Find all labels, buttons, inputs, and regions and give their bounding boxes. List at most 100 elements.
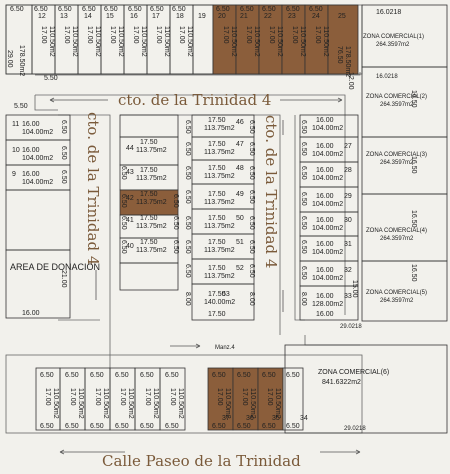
svg-text:32: 32	[344, 267, 352, 274]
svg-text:178.50m2: 178.50m2	[18, 45, 25, 76]
svg-text:6.50: 6.50	[300, 120, 307, 134]
svg-text:104.00m2: 104.00m2	[312, 175, 343, 182]
svg-text:264.3597m2: 264.3597m2	[380, 298, 414, 304]
svg-text:140.00m2: 140.00m2	[204, 299, 235, 306]
svg-text:ZONA COMERCIAL(4): ZONA COMERCIAL(4)	[366, 228, 427, 234]
svg-text:178.50m2: 178.50m2	[344, 46, 351, 77]
svg-text:49: 49	[236, 191, 244, 198]
svg-text:16.00: 16.00	[316, 143, 334, 150]
svg-text:17.00: 17.00	[44, 388, 51, 406]
svg-text:17.00: 17.00	[86, 26, 93, 44]
svg-text:6.50: 6.50	[165, 423, 179, 430]
svg-text:ZONA COMERCIAL(6): ZONA COMERCIAL(6)	[318, 369, 389, 376]
top-width-labels: 6.50 6.50 6.50 6.50 6.50 6.50 6.50 6.50 …	[10, 6, 401, 16]
svg-text:6.50: 6.50	[120, 166, 127, 180]
svg-text:6.50: 6.50	[128, 6, 142, 13]
svg-text:17.50: 17.50	[140, 191, 158, 198]
svg-text:23: 23	[288, 13, 296, 20]
street-bottom: Calle Paseo de la Trinidad	[102, 452, 301, 470]
svg-text:110.50m2: 110.50m2	[77, 388, 84, 419]
svg-text:ZONA COMERCIAL(5): ZONA COMERCIAL(5)	[366, 290, 427, 296]
svg-text:128.00m2: 128.00m2	[312, 301, 343, 308]
svg-text:15: 15	[106, 13, 114, 20]
svg-text:33: 33	[344, 293, 352, 300]
svg-text:104.00m2: 104.00m2	[312, 125, 343, 132]
zona-widths: 16.50 16.50 16.50 16.50 5.50 5.50	[14, 75, 417, 282]
center-right-lots-text: 17.50 113.75m2 46 17.50 113.75m2 47 17.5…	[204, 117, 255, 318]
svg-text:52: 52	[236, 265, 244, 272]
svg-text:16.00: 16.00	[22, 121, 40, 128]
svg-text:6.50: 6.50	[248, 120, 255, 134]
svg-text:9: 9	[12, 171, 16, 178]
svg-text:6.50: 6.50	[104, 6, 118, 13]
svg-text:17.00: 17.00	[241, 388, 248, 406]
svg-text:22: 22	[264, 13, 272, 20]
svg-text:104.00m2: 104.00m2	[22, 179, 53, 186]
svg-text:ZONA COMERCIAL(2): ZONA COMERCIAL(2)	[366, 94, 427, 100]
top-row-lots	[5, 4, 359, 75]
svg-text:6.50: 6.50	[120, 216, 127, 230]
svg-text:6.50: 6.50	[240, 6, 254, 13]
svg-text:6.50: 6.50	[120, 194, 127, 208]
svg-text:6.50: 6.50	[184, 166, 191, 180]
svg-text:11: 11	[12, 121, 19, 128]
bottom-lots	[35, 367, 304, 431]
svg-text:16.00: 16.00	[316, 117, 334, 124]
svg-text:110.50m2: 110.50m2	[274, 388, 281, 419]
svg-text:10: 10	[12, 147, 20, 154]
svg-text:17.50: 17.50	[208, 191, 226, 198]
svg-text:35: 35	[272, 415, 280, 422]
svg-text:6.50: 6.50	[300, 216, 307, 230]
svg-text:6.50: 6.50	[286, 372, 300, 379]
left-lots	[5, 114, 71, 319]
svg-text:34: 34	[300, 415, 308, 422]
svg-text:113.75m2: 113.75m2	[204, 199, 235, 206]
manzana-label: Manz.4	[215, 345, 235, 351]
svg-text:17.00: 17.00	[216, 388, 223, 406]
svg-text:43: 43	[126, 169, 134, 176]
svg-text:17.50: 17.50	[208, 165, 226, 172]
svg-text:104.00m2: 104.00m2	[22, 155, 53, 162]
svg-text:6.50: 6.50	[212, 423, 226, 430]
svg-text:113.75m2: 113.75m2	[136, 147, 167, 154]
street-top: cto. de la Trinidad 4	[118, 91, 271, 109]
svg-text:17.50: 17.50	[208, 141, 226, 148]
svg-text:53: 53	[222, 291, 230, 298]
svg-text:110.50m2: 110.50m2	[102, 388, 109, 419]
svg-text:110.50m2: 110.50m2	[152, 388, 159, 419]
svg-text:6.50: 6.50	[248, 166, 255, 180]
svg-text:5.50: 5.50	[14, 103, 28, 110]
svg-text:113.75m2: 113.75m2	[204, 223, 235, 230]
svg-text:12: 12	[38, 13, 46, 20]
svg-text:19: 19	[198, 13, 206, 20]
svg-text:8.00: 8.00	[248, 292, 255, 306]
svg-text:110.50m2: 110.50m2	[163, 26, 170, 57]
svg-text:6.50: 6.50	[34, 6, 48, 13]
svg-text:37: 37	[222, 415, 230, 422]
direction-arrows	[49, 97, 361, 455]
svg-text:29.0218: 29.0218	[340, 324, 362, 330]
svg-text:18: 18	[176, 13, 184, 20]
svg-text:6.50: 6.50	[60, 170, 67, 184]
svg-text:17.50: 17.50	[140, 215, 158, 222]
svg-text:16.50: 16.50	[410, 210, 417, 228]
svg-text:21.00: 21.00	[60, 270, 67, 288]
svg-text:113.75m2: 113.75m2	[136, 223, 167, 230]
svg-text:6.50: 6.50	[248, 142, 255, 156]
svg-text:6.50: 6.50	[58, 6, 72, 13]
svg-text:110.50m2: 110.50m2	[230, 26, 237, 57]
svg-text:17.00: 17.00	[94, 388, 101, 406]
right-lots	[299, 114, 359, 321]
svg-text:6.50: 6.50	[248, 240, 255, 254]
svg-text:46: 46	[236, 119, 244, 126]
svg-text:113.75m2: 113.75m2	[136, 247, 167, 254]
svg-text:264.3597m2: 264.3597m2	[380, 102, 414, 108]
svg-text:25: 25	[338, 13, 346, 20]
svg-text:113.75m2: 113.75m2	[136, 199, 167, 206]
svg-text:113.75m2: 113.75m2	[204, 149, 235, 156]
svg-text:17.50: 17.50	[208, 239, 226, 246]
svg-text:17.00: 17.00	[132, 26, 139, 44]
svg-text:6.50: 6.50	[165, 372, 179, 379]
svg-text:6.50: 6.50	[90, 423, 104, 430]
